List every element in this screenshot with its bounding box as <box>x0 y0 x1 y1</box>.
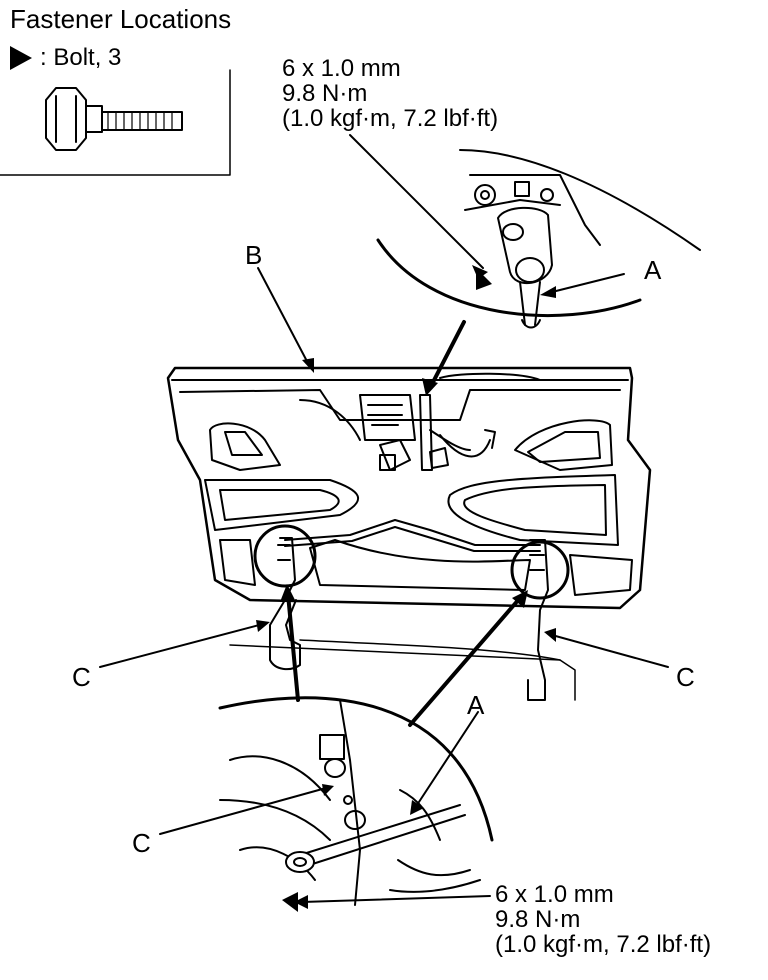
trunk-lid-panel <box>166 366 652 610</box>
bottom-detail-view <box>218 696 494 906</box>
callout-a-top: A <box>644 255 662 285</box>
callout-c-right: C <box>676 662 695 692</box>
top-detail-view <box>376 149 701 329</box>
legend-box <box>0 69 231 176</box>
spec-torque: 9.8 N·m <box>282 80 368 107</box>
callout-b: B <box>245 240 263 270</box>
spec-torque: 9.8 N·m <box>495 906 581 933</box>
arrowheads <box>256 265 556 909</box>
legend-text: : Bolt, 3 <box>40 44 122 71</box>
bolt-marker-icons <box>282 268 492 912</box>
spec-alt: (1.0 kgf·m, 7.2 lbf·ft) <box>495 931 712 958</box>
spec-size: 6 x 1.0 mm <box>495 881 614 908</box>
hinge-right <box>527 539 549 701</box>
callout-c-left: C <box>72 662 91 692</box>
filled-triangle-icon <box>10 46 32 70</box>
torque-spec-top: 6 x 1.0 mm 9.8 N·m (1.0 kgf·m, 7.2 lbf·f… <box>282 56 498 131</box>
legend: : Bolt, 3 <box>10 44 121 72</box>
detail-circle-right <box>510 540 570 600</box>
spec-size: 6 x 1.0 mm <box>282 55 401 82</box>
callout-a-bottom: A <box>467 690 485 720</box>
detail-circle-left <box>253 524 317 588</box>
torque-spec-bottom: 6 x 1.0 mm 9.8 N·m (1.0 kgf·m, 7.2 lbf·f… <box>495 882 711 957</box>
spec-alt: (1.0 kgf·m, 7.2 lbf·ft) <box>282 105 499 132</box>
leader-lines <box>99 134 669 903</box>
connector-lines <box>286 320 522 727</box>
diagram-title: Fastener Locations <box>10 4 232 34</box>
bolt-icon <box>45 87 183 151</box>
callout-c-bottom: C <box>132 828 151 858</box>
